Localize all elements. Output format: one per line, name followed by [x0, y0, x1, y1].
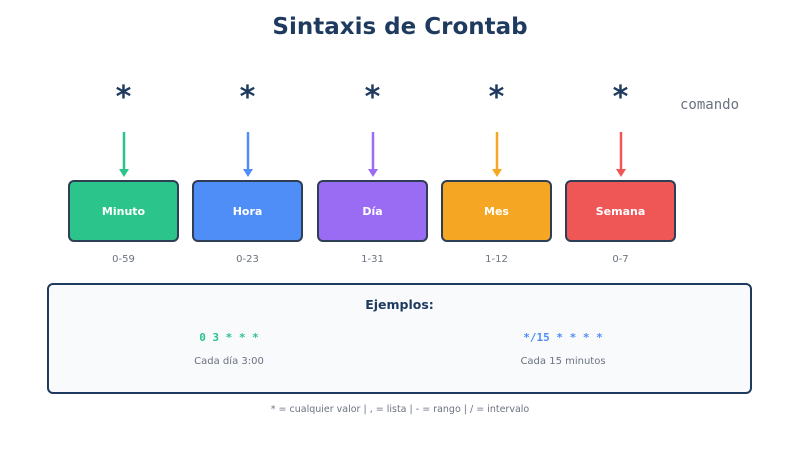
arrow-down-icon: [242, 132, 253, 177]
field-symbol: *: [364, 80, 381, 115]
field-range: 0-23: [236, 254, 259, 265]
arrow-down-icon: [615, 132, 626, 177]
field-symbol: *: [239, 80, 256, 115]
examples-title: Ejemplos:: [365, 297, 434, 312]
arrow-down-icon: [367, 132, 378, 177]
field-box: Hora: [192, 180, 303, 242]
field-range: 0-7: [612, 254, 629, 265]
example-expression: 0 3 * * *: [199, 331, 259, 344]
field-box: Minuto: [68, 180, 179, 242]
field-month: * Mes 1-12: [441, 0, 552, 280]
example-description: Cada día 3:00: [194, 356, 264, 367]
field-box: Día: [317, 180, 428, 242]
field-hour: * Hora 0-23: [192, 0, 303, 280]
field-range: 1-12: [485, 254, 508, 265]
example-daily: 0 3 * * * Cada día 3:00: [109, 331, 349, 367]
field-box: Mes: [441, 180, 552, 242]
field-weekday: * Semana 0-7: [565, 0, 676, 280]
field-box: Semana: [565, 180, 676, 242]
field-range: 1-31: [361, 254, 384, 265]
example-every-15: */15 * * * * Cada 15 minutos: [443, 331, 683, 367]
syntax-legend: * = cualquier valor | , = lista | - = ra…: [270, 404, 530, 415]
field-minute: * Minuto 0-59: [68, 0, 179, 280]
examples-panel: Ejemplos: 0 3 * * * Cada día 3:00 */15 *…: [47, 283, 752, 394]
field-symbol: *: [115, 80, 132, 115]
example-expression: */15 * * * *: [523, 331, 603, 344]
diagram-title: Sintaxis de Crontab: [272, 14, 528, 40]
field-day: * Día 1-31: [317, 0, 428, 280]
arrow-down-icon: [118, 132, 129, 177]
command-label: comando: [680, 97, 740, 113]
field-symbol: *: [612, 80, 629, 115]
arrow-down-icon: [491, 132, 502, 177]
example-description: Cada 15 minutos: [520, 356, 606, 367]
field-symbol: *: [488, 80, 505, 115]
field-range: 0-59: [112, 254, 135, 265]
